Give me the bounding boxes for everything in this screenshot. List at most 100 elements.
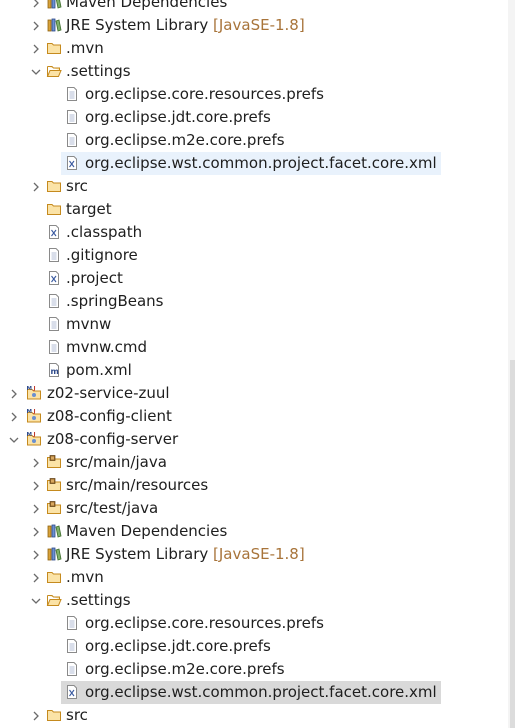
tree-item-label: pom.xml: [66, 361, 132, 379]
folder-icon: [46, 201, 62, 217]
tree-item-resources-prefs[interactable]: org.eclipse.core.resources.prefs: [0, 83, 508, 106]
tree-item-src-folder[interactable]: src: [0, 175, 508, 198]
tree-item-project[interactable]: .project: [0, 267, 508, 290]
tree-item-label: src: [66, 706, 88, 724]
chevron-down-icon[interactable]: [8, 428, 20, 451]
chevron-right-icon[interactable]: [8, 382, 20, 405]
tree-item-settings-folder[interactable]: .settings: [0, 589, 508, 612]
chevron-right-icon[interactable]: [30, 451, 42, 474]
tree-item-label: .springBeans: [66, 292, 164, 310]
tree-item-target-folder[interactable]: target: [0, 198, 508, 221]
file-icon: [64, 638, 80, 654]
tree-item-jre-system-library[interactable]: JRE System Library [JavaSE-1.8]: [0, 14, 508, 37]
chevron-right-icon[interactable]: [30, 704, 42, 727]
selection-highlight: [61, 152, 441, 175]
tree-item-classpath[interactable]: .classpath: [0, 221, 508, 244]
tree-item-src-test-java[interactable]: src/test/java: [0, 497, 508, 520]
tree-item-mvnw-cmd[interactable]: mvnw.cmd: [0, 336, 508, 359]
chevron-right-icon[interactable]: [30, 175, 42, 198]
tree-item-label: .mvn: [66, 568, 104, 586]
source-folder-icon: [46, 477, 62, 493]
tree-item-settings-folder[interactable]: .settings: [0, 60, 508, 83]
chevron-right-icon[interactable]: [30, 0, 42, 14]
chevron-right-icon[interactable]: [30, 37, 42, 60]
tree-item-maven-dependencies[interactable]: Maven Dependencies: [0, 520, 508, 543]
xml-file-icon: [64, 684, 80, 700]
tree-item-src-main-java[interactable]: src/main/java: [0, 451, 508, 474]
chevron-down-icon[interactable]: [30, 60, 42, 83]
tree-item-maven-dependencies[interactable]: Maven Dependencies: [0, 0, 508, 14]
folder-icon: [46, 569, 62, 585]
tree-item-label: src/main/resources: [66, 476, 209, 494]
svg-text:M: M: [27, 432, 32, 438]
library-icon: [46, 17, 62, 33]
folder-icon: [46, 707, 62, 723]
tree-item-label: org.eclipse.jdt.core.prefs: [85, 108, 271, 126]
svg-text:J: J: [33, 432, 36, 438]
chevron-right-icon[interactable]: [8, 405, 20, 428]
svg-text:J: J: [33, 386, 36, 392]
tree-item-label: org.eclipse.m2e.core.prefs: [85, 131, 285, 149]
tree-item-label: mvnw: [66, 315, 112, 333]
tree-item-label: JRE System Library: [66, 16, 209, 34]
xml-file-icon: [46, 224, 62, 240]
tree-item-jre-system-library[interactable]: JRE System Library [JavaSE-1.8]: [0, 543, 508, 566]
tree-item-jdt-prefs[interactable]: org.eclipse.jdt.core.prefs: [0, 106, 508, 129]
chevron-right-icon[interactable]: [30, 543, 42, 566]
file-icon: [46, 247, 62, 263]
tree-item-facet-core-xml[interactable]: org.eclipse.wst.common.project.facet.cor…: [0, 681, 508, 704]
scrollbar-thumb[interactable]: [510, 360, 515, 728]
svg-text:M: M: [27, 409, 32, 415]
file-icon: [64, 86, 80, 102]
tree-item-label: org.eclipse.wst.common.project.facet.cor…: [85, 154, 437, 172]
tree-item-facet-core-xml[interactable]: org.eclipse.wst.common.project.facet.cor…: [0, 152, 508, 175]
folder-icon: [46, 178, 62, 194]
tree-item-label: org.eclipse.m2e.core.prefs: [85, 660, 285, 678]
tree-item-mvn-folder[interactable]: .mvn: [0, 566, 508, 589]
tree-item-pom-xml[interactable]: m pom.xml: [0, 359, 508, 382]
chevron-right-icon[interactable]: [30, 497, 42, 520]
tree-item-springbeans[interactable]: .springBeans: [0, 290, 508, 313]
tree-item-label: mvnw.cmd: [66, 338, 148, 356]
tree-item-m2e-prefs[interactable]: org.eclipse.m2e.core.prefs: [0, 129, 508, 152]
tree-item-jdt-prefs[interactable]: org.eclipse.jdt.core.prefs: [0, 635, 508, 658]
tree-item-label: src/main/java: [66, 453, 167, 471]
tree-item-label: z08-config-client: [47, 407, 172, 425]
jre-version-decoration: [JavaSE-1.8]: [213, 545, 305, 563]
tree-item-m2e-prefs[interactable]: org.eclipse.m2e.core.prefs: [0, 658, 508, 681]
svg-text:M: M: [27, 386, 32, 392]
tree-item-src-folder[interactable]: src: [0, 704, 508, 727]
tree-item-gitignore[interactable]: .gitignore: [0, 244, 508, 267]
library-icon: [46, 523, 62, 539]
file-icon: [64, 615, 80, 631]
tree-item-src-main-resources[interactable]: src/main/resources: [0, 474, 508, 497]
tree-item-label: org.eclipse.core.resources.prefs: [85, 614, 324, 632]
chevron-right-icon[interactable]: [30, 520, 42, 543]
file-icon: [46, 339, 62, 355]
maven-file-icon: m: [46, 362, 62, 378]
chevron-right-icon[interactable]: [30, 566, 42, 589]
svg-text:m: m: [51, 367, 59, 376]
tree-item-label: z08-config-server: [47, 430, 179, 448]
tree-item-label: org.eclipse.wst.common.project.facet.cor…: [85, 683, 437, 701]
chevron-right-icon[interactable]: [30, 474, 42, 497]
tree-item-resources-prefs[interactable]: org.eclipse.core.resources.prefs: [0, 612, 508, 635]
vertical-scrollbar[interactable]: [508, 0, 515, 728]
tree-item-label: .project: [66, 269, 123, 287]
tree-item-mvn-folder[interactable]: .mvn: [0, 37, 508, 60]
svg-text:J: J: [33, 409, 36, 415]
file-icon: [64, 109, 80, 125]
folder-open-icon: [46, 592, 62, 608]
tree-item-label: org.eclipse.core.resources.prefs: [85, 85, 324, 103]
chevron-down-icon[interactable]: [30, 589, 42, 612]
chevron-right-icon[interactable]: [30, 14, 42, 37]
file-icon: [46, 316, 62, 332]
xml-file-icon: [64, 155, 80, 171]
tree-item-mvnw[interactable]: mvnw: [0, 313, 508, 336]
